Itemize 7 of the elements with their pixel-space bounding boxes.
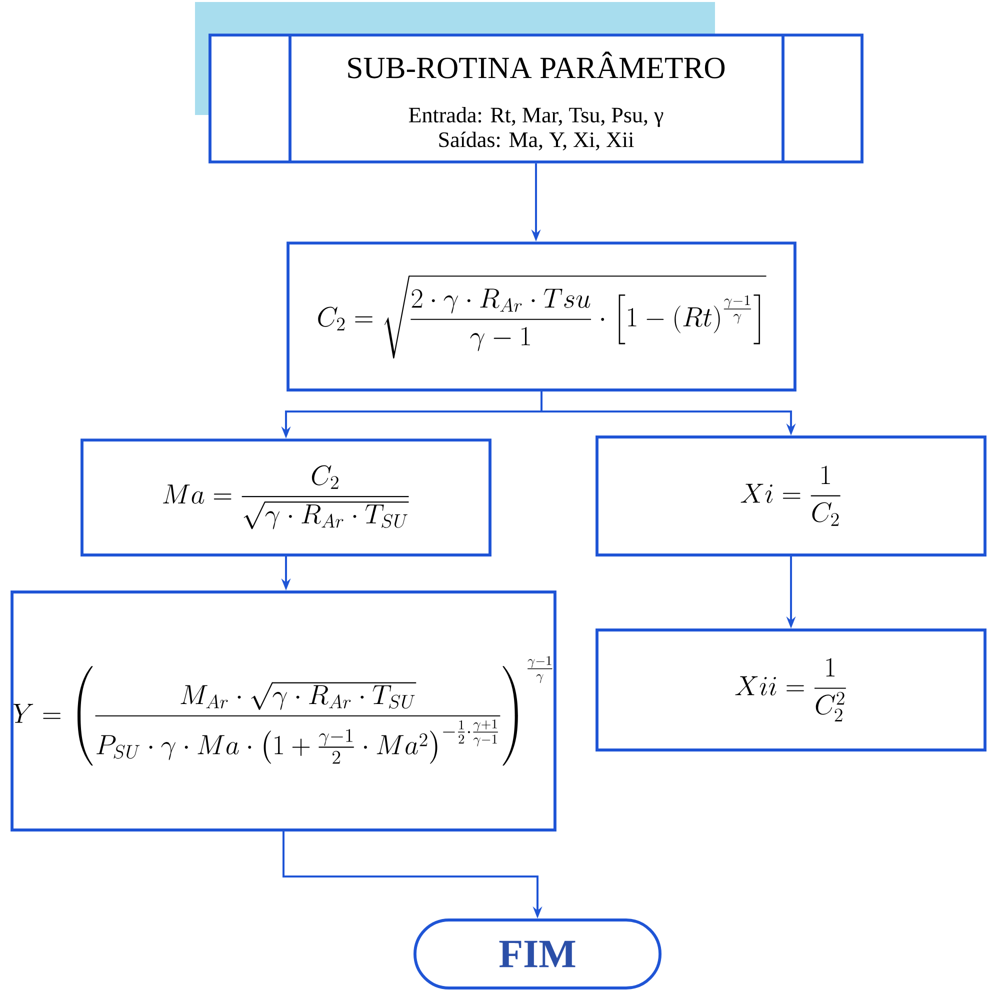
- formula-box: $Ma = \frac{C_2}{\sqrt{\gamma\cdot R_{Ar}\cdot T_{SU}}}$: [80, 438, 492, 556]
- formula-box: $Y = \left(\frac{M_{Ar}\cdot\sqrt{\gamma\cdot R_{Ar}\cdot T_{SU}}}{P_{SU}\cdot\gamma\cdot Ma\cdot\left(1+\frac{\gamma-1}{2}\cdot Ma^2\right)^{-\frac{1}{2}\cdot\frac{\gamma+1}{\gamma-1}}}\right)^{\frac{\gamma-1}{\gamma}}$: [10, 590, 556, 832]
- formula-box: $Xi = \frac{1}{C_2}$: [596, 436, 986, 556]
- end-terminal: FIM: [414, 918, 662, 990]
- formula-box: $C_2 = \sqrt{\frac{2\cdot\gamma\cdot R_{Ar}\cdot Tsu}{\gamma-1}\cdot\left[1-(Rt)^{\frac{\gamma-1}{\gamma}}\right]}$: [286, 242, 796, 392]
- subroutine-box: SUB-ROTINA PARÂMETRO Entrada: Rt, Mar, Tsu, Psu, γ Saídas: Ma, Y, Xi, Xii: [208, 34, 864, 164]
- formula-box: $Xii = \frac{1}{C_2^2}$: [596, 628, 986, 752]
